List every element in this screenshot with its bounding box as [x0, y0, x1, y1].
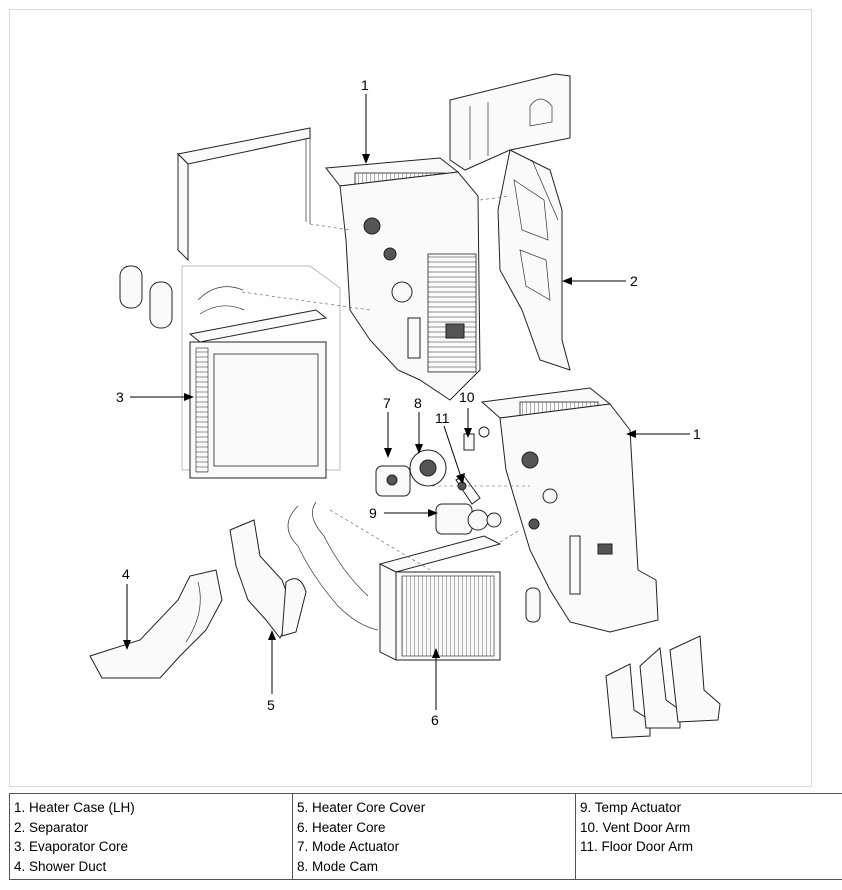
floor-door-arm	[455, 475, 481, 505]
evaporator-core	[119, 265, 341, 479]
temp-actuator	[435, 503, 502, 535]
legend-column-3: 9. Temp Actuator 10. Vent Door Arm 11. F…	[575, 793, 842, 880]
mode-cam	[409, 449, 447, 487]
callout-5: 5	[267, 697, 275, 713]
leader-lines	[123, 94, 690, 710]
top-cover-panel	[449, 73, 571, 171]
callout-4: 4	[122, 566, 130, 582]
legend-item: 4. Shower Duct	[14, 858, 107, 874]
legend-item: 10. Vent Door Arm	[580, 819, 691, 835]
legend-item: 5. Heater Core Cover	[297, 800, 426, 815]
callout-2: 2	[630, 273, 638, 289]
legend-item: 9. Temp Actuator	[580, 800, 682, 815]
filter-frame	[176, 127, 311, 262]
shower-duct	[89, 569, 223, 679]
legend-item: 1. Heater Case (LH)	[14, 800, 135, 815]
callout-9: 9	[369, 505, 377, 521]
callout-1-lower: 1	[693, 426, 701, 442]
callout-8: 8	[414, 395, 422, 411]
mode-actuator	[375, 465, 411, 497]
assembly-lines	[241, 195, 530, 571]
heater-core-cover	[229, 519, 307, 639]
heater-case-upper	[325, 157, 481, 401]
legend-item: 6. Heater Core	[297, 819, 386, 835]
exploded-diagram: 1 2 3 4 5 6 7 8 9 10 11 1	[9, 9, 812, 787]
callout-11: 11	[435, 410, 450, 426]
separator	[497, 149, 571, 371]
callout-1-upper: 1	[361, 77, 369, 93]
legend-column-2: 5. Heater Core Cover 6. Heater Core 7. M…	[292, 793, 576, 880]
callout-3: 3	[116, 389, 124, 405]
legend-item: 8. Mode Cam	[297, 858, 379, 874]
callout-10: 10	[459, 389, 475, 405]
heater-core	[287, 501, 541, 661]
parts-legend-table: 1. Heater Case (LH) 2. Separator 3. Evap…	[9, 793, 842, 880]
callout-6: 6	[431, 712, 439, 728]
legend-item: 3. Evaporator Core	[14, 839, 129, 854]
diagram-drawing: 1 2 3 4 5 6 7 8 9 10 11 1	[89, 73, 721, 739]
legend-item: 7. Mode Actuator	[297, 839, 400, 854]
floor-ducts	[605, 635, 721, 739]
legend-column-1: 1. Heater Case (LH) 2. Separator 3. Evap…	[9, 793, 293, 880]
callout-labels: 1 2 3 4 5 6 7 8 9 10 11 1	[116, 77, 701, 728]
legend-item: 2. Separator	[14, 819, 89, 835]
callout-7: 7	[383, 395, 391, 411]
legend-item: 11. Floor Door Arm	[580, 839, 694, 854]
heater-case-lower	[480, 387, 659, 633]
